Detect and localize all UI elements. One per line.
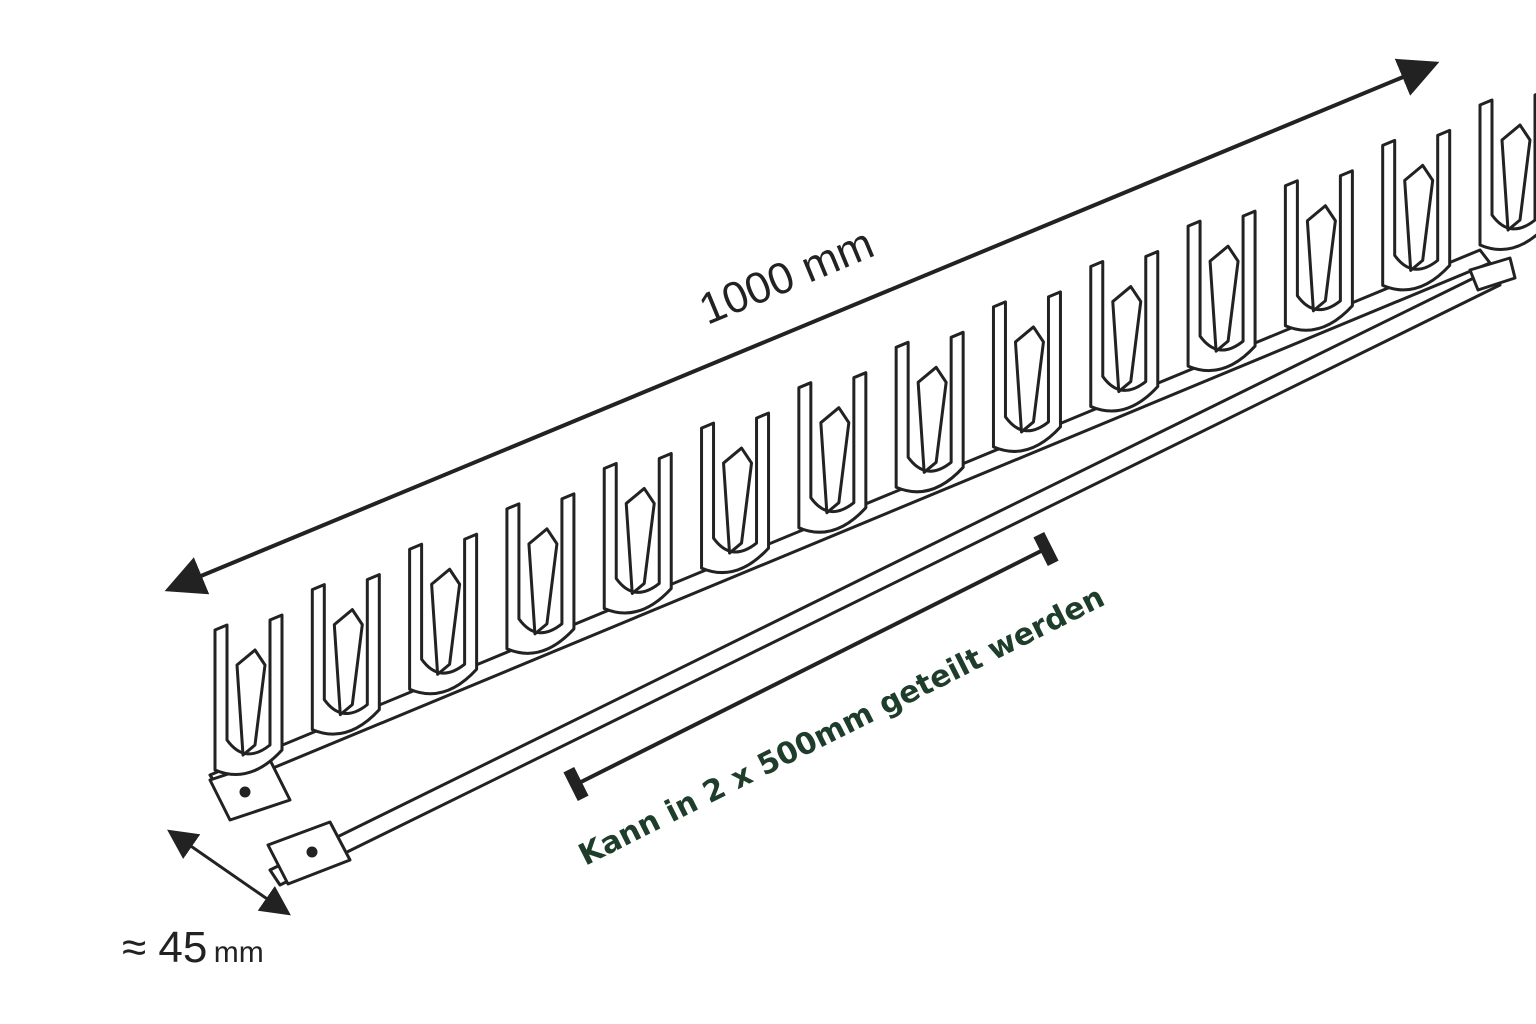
cable-clip — [1186, 209, 1257, 373]
cable-clip — [1381, 128, 1452, 292]
width-dimension-arrow — [167, 829, 291, 916]
split-end-cap-right — [1033, 532, 1059, 566]
cable-clip — [700, 411, 771, 575]
mounting-tab-end — [1468, 256, 1517, 292]
cable-clip — [310, 573, 381, 736]
cable-clip — [505, 492, 576, 655]
cable-holder-rail — [208, 248, 1517, 887]
cable-clip — [1478, 92, 1536, 251]
cable-clip — [602, 451, 673, 615]
split-end-cap-left — [563, 767, 589, 801]
width-label-value: ≈ 45 — [122, 923, 207, 972]
clip-row — [213, 92, 1536, 776]
cable-clip — [213, 613, 284, 776]
cable-clip — [1089, 250, 1160, 413]
cable-clip — [408, 532, 479, 696]
cable-clip — [797, 371, 868, 534]
width-label: ≈ 45 mm — [122, 923, 264, 972]
cable-clip — [894, 330, 965, 494]
split-dimension-line — [574, 546, 1048, 787]
length-label: 1000 mm — [692, 219, 880, 334]
split-note: Kann in 2 x 500mm geteilt werden — [573, 580, 1110, 873]
cable-clip — [991, 290, 1062, 453]
width-label-unit: mm — [214, 936, 264, 969]
cable-clip — [1283, 169, 1354, 332]
length-dimension-arrow — [164, 58, 1440, 595]
